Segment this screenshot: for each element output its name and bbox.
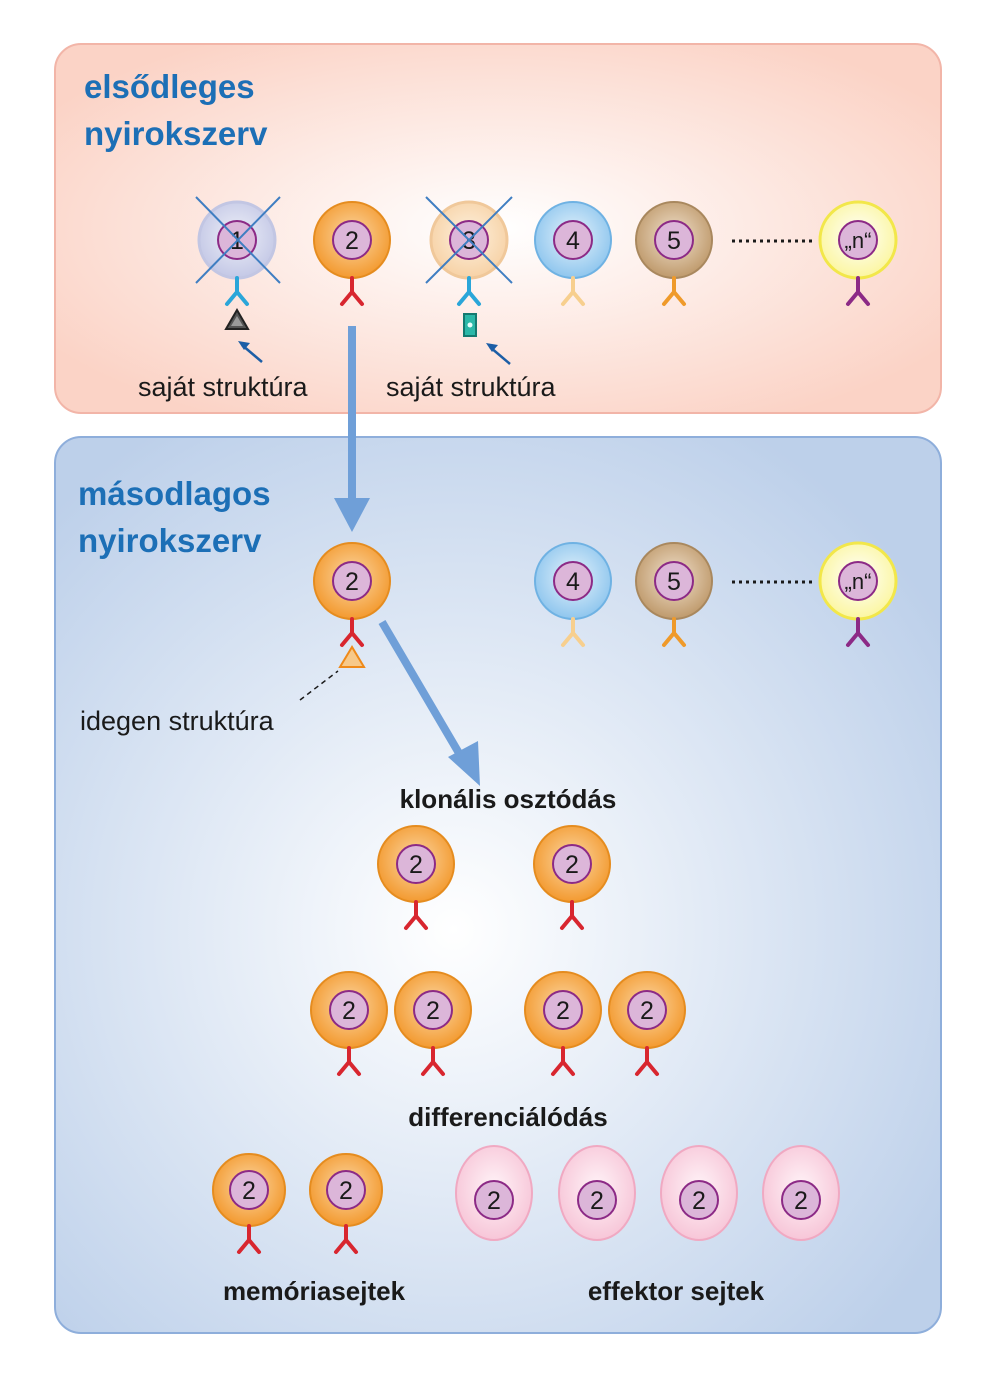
effector-cell-d: 2 [762, 1145, 840, 1241]
division-cell-d: 2 [608, 971, 686, 1076]
cell-label: 2 [556, 997, 570, 1025]
self-antigen-triangle [224, 308, 250, 330]
cell-label: 2 [426, 997, 440, 1025]
pointer-arrow-1 [238, 341, 263, 363]
secondary-organ-title-line2: nyirokszerv [78, 522, 262, 559]
cell-label: 4 [566, 227, 580, 255]
self-structure-label-2: saját struktúra [386, 372, 557, 402]
cell-label: „n“ [845, 228, 872, 253]
cell-label: 2 [794, 1187, 808, 1215]
cell-label: 2 [242, 1177, 256, 1205]
foreign-structure-label: idegen struktúra [80, 706, 275, 736]
self-structure-label-1: saját struktúra [138, 372, 309, 402]
division-cell-a: 2 [310, 971, 388, 1076]
differentiation-label: differenciálódás [408, 1102, 607, 1132]
division-cell-c: 2 [524, 971, 602, 1076]
self-antigen-rectangle [463, 313, 477, 337]
cell-1-deleted: 1 [195, 196, 281, 306]
cell-label: 2 [409, 851, 423, 879]
cell-label: 2 [590, 1187, 604, 1215]
cell-label: 5 [667, 227, 681, 255]
cell-label: 2 [640, 997, 654, 1025]
effector-cell-c: 2 [660, 1145, 738, 1241]
cell-label: 2 [345, 227, 359, 255]
secondary-organ-title-line1: másodlagos [78, 475, 271, 512]
clonal-cell-b: 2 [533, 825, 611, 930]
primary-organ-title-line2: nyirokszerv [84, 115, 268, 152]
cell-n-primary: „n“ [818, 200, 898, 306]
memory-cell-a: 2 [212, 1153, 286, 1254]
foreign-antigen-triangle [338, 645, 366, 668]
cell-3-deleted: 3 [425, 196, 513, 306]
primary-organ-title-line1: elsődleges [84, 68, 255, 105]
clonal-cell-a: 2 [377, 825, 455, 930]
effector-cell-b: 2 [558, 1145, 636, 1241]
effector-cell-a: 2 [455, 1145, 533, 1241]
cell-5-primary: 5 [635, 201, 713, 306]
cell-label: 2 [342, 997, 356, 1025]
cell-4-primary: 4 [534, 201, 612, 306]
division-cell-b: 2 [394, 971, 472, 1076]
cell-label: 2 [345, 568, 359, 596]
cell-2-activated: 2 [313, 542, 391, 647]
cell-2-primary: 2 [313, 201, 391, 306]
effector-cells-label: effektor sejtek [588, 1276, 765, 1306]
cell-label: 2 [692, 1187, 706, 1215]
cell-label: 2 [339, 1177, 353, 1205]
cell-4-secondary: 4 [534, 542, 612, 647]
cell-label: 2 [487, 1187, 501, 1215]
cell-5-secondary: 5 [635, 542, 713, 647]
memory-cell-b: 2 [309, 1153, 383, 1254]
secondary-organ-panel [54, 436, 942, 1334]
migration-arrow [334, 326, 370, 532]
pointer-arrow-2 [486, 343, 511, 365]
cell-n-secondary: „n“ [818, 541, 898, 647]
cell-label: 2 [565, 851, 579, 879]
proliferation-arrow [378, 619, 480, 786]
cell-label: 4 [566, 568, 580, 596]
foreign-structure-leader [299, 670, 339, 701]
clonal-division-label: klonális osztódás [400, 784, 617, 814]
cell-label: „n“ [845, 569, 872, 594]
memory-cells-label: memóriasejtek [223, 1276, 406, 1306]
cell-label: 5 [667, 568, 681, 596]
